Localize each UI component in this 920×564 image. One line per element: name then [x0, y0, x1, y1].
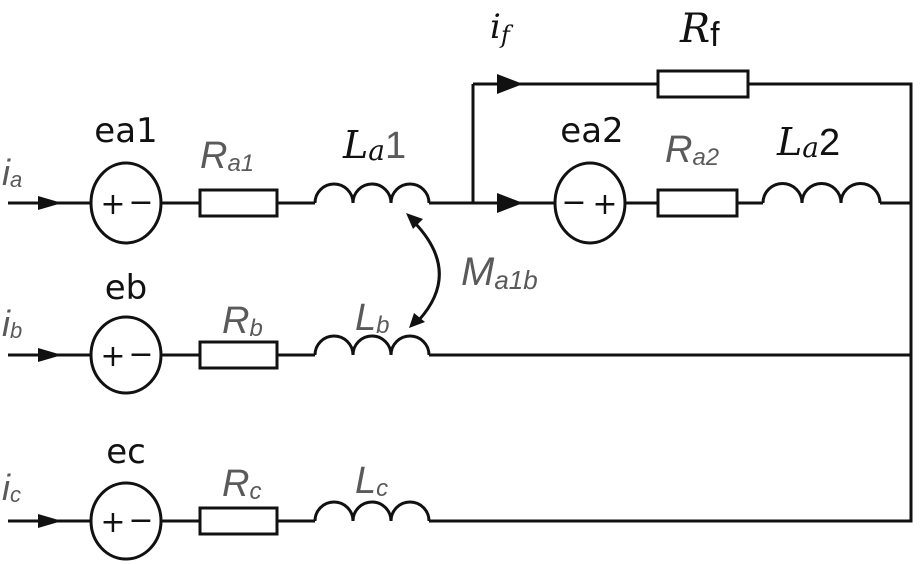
- inductor-lc: [313, 500, 431, 522]
- arrowhead-top: [406, 213, 423, 229]
- plus-sign: +: [100, 187, 125, 222]
- resistor-rb: [198, 340, 279, 370]
- arrowhead-bottom: [409, 313, 425, 328]
- label-ma1b: Ma1b: [461, 250, 538, 295]
- branch-c: + −: [8, 481, 911, 561]
- inductor-lb: [313, 334, 431, 356]
- current-arrow-main: [497, 193, 523, 213]
- resistor-ra2: [656, 188, 739, 218]
- plus-sign: +: [100, 339, 125, 374]
- plus-sign: +: [592, 187, 617, 222]
- resistor-ra1: [198, 188, 279, 218]
- label-eb: eb: [105, 268, 148, 308]
- label-ec: ec: [106, 432, 146, 472]
- minus-sign: −: [561, 185, 586, 220]
- label-rb: Rb: [222, 300, 263, 342]
- parallel-section: − +: [471, 69, 911, 245]
- label-ra2: Ra2: [665, 129, 719, 171]
- inductor-la1: [313, 182, 431, 204]
- label-ia: ia: [2, 152, 22, 193]
- branch-b: + −: [8, 315, 911, 395]
- current-arrow-ic: [38, 514, 62, 528]
- label-ea2: ea2: [560, 111, 623, 151]
- minus-sign: −: [128, 185, 153, 220]
- plus-sign: +: [100, 505, 125, 540]
- minus-sign: −: [128, 503, 153, 538]
- current-arrow-ia: [38, 196, 62, 210]
- label-if: if: [490, 7, 514, 49]
- minus-sign: −: [128, 337, 153, 372]
- label-lc: Lc: [355, 460, 388, 502]
- resistor-rf: [656, 69, 750, 99]
- current-arrow-if: [497, 74, 523, 94]
- label-ea1: ea1: [94, 111, 157, 151]
- mutual-arc: [412, 220, 441, 322]
- label-rc: Rc: [222, 463, 261, 505]
- branch-a: + −: [8, 161, 555, 245]
- label-ic: ic: [2, 467, 21, 508]
- label-lb: Lb: [355, 297, 390, 339]
- label-la1: La1: [342, 123, 406, 167]
- label-ib: ib: [2, 303, 22, 344]
- resistor-rc: [198, 506, 279, 536]
- current-arrow-ib: [38, 348, 62, 362]
- inductor-la2: [761, 182, 882, 204]
- mutual-inductance-arrow: [406, 213, 441, 328]
- label-ra1: Ra1: [200, 135, 254, 177]
- label-la2: La2: [776, 120, 840, 164]
- label-rf: Rf: [679, 6, 720, 54]
